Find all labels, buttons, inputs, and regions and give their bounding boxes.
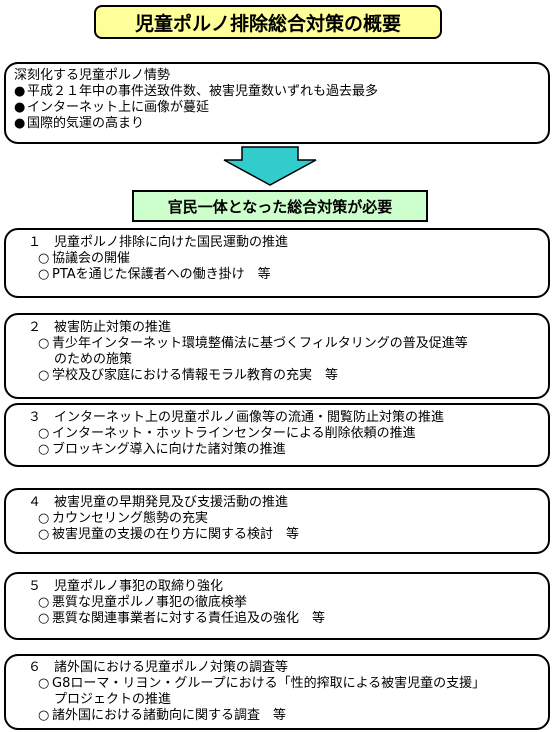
measure-title: ２ 被害防止対策の推進 xyxy=(28,320,172,335)
bullet-icon: ● xyxy=(14,84,26,99)
measure-title: ６ 諸外国における児童ポルノ対策の調査等 xyxy=(28,660,289,675)
measure-item-continuation: プロジェクトの推進 xyxy=(54,692,172,707)
needed-banner: 官民一体となった総合対策が必要 xyxy=(132,190,428,222)
bullet-icon: ● xyxy=(14,100,26,115)
measure-item-continuation: のための施策 xyxy=(54,352,133,367)
measure-item: ○カウンセリング態勢の充実 xyxy=(38,511,209,526)
measure-item: ○G8ローマ・リヨン・グループにおける「性的搾取による被害児童の支援」 xyxy=(38,676,486,691)
measure-title: ４ 被害児童の早期発見及び支援活動の推進 xyxy=(28,495,289,510)
measure-item: ○諸外国における諸動向に関する調査 等 xyxy=(38,708,287,723)
situation-bullet: ●インターネット上に画像が蔓延 xyxy=(14,100,540,116)
circle-bullet-icon: ○ xyxy=(38,336,50,351)
measure-item: ○被害児童の支援の在り方に関する検討 等 xyxy=(38,527,300,542)
situation-box: 深刻化する児童ポルノ情勢 ●平成２１年中の事件送致件数、被害児童数いずれも過去最… xyxy=(4,62,550,144)
circle-bullet-icon: ○ xyxy=(38,527,50,542)
measure-item: ○悪質な児童ポルノ事犯の徹底検挙 xyxy=(38,595,248,610)
measure-box-6: ６ 諸外国における児童ポルノ対策の調査等 ○G8ローマ・リヨン・グループにおける… xyxy=(4,654,550,730)
circle-bullet-icon: ○ xyxy=(38,511,50,526)
measure-item: ○インターネット・ホットラインセンターによる削除依頼の推進 xyxy=(38,426,416,441)
circle-bullet-icon: ○ xyxy=(38,442,50,457)
measure-item: ○協議会の開催 xyxy=(38,251,131,266)
measure-box-2: ２ 被害防止対策の推進 ○青少年インターネット環境整備法に基づくフィルタリングの… xyxy=(4,313,550,399)
circle-bullet-icon: ○ xyxy=(38,595,50,610)
measure-item: ○ブロッキング導入に向けた諸対策の推進 xyxy=(38,442,286,457)
circle-bullet-icon: ○ xyxy=(38,251,50,266)
measure-box-1: １ 児童ポルノ排除に向けた国民運動の推進 ○協議会の開催 ○PTAを通じた保護者… xyxy=(4,228,550,298)
circle-bullet-icon: ○ xyxy=(38,676,50,691)
situation-bullet: ●国際的気運の高まり xyxy=(14,116,540,132)
measure-title: ３ インターネット上の児童ポルノ画像等の流通・閲覧防止対策の推進 xyxy=(28,410,445,425)
page-title: 児童ポルノ排除総合対策の概要 xyxy=(94,5,442,39)
circle-bullet-icon: ○ xyxy=(38,708,50,723)
situation-bullet-text: 平成２１年中の事件送致件数、被害児童数いずれも過去最多 xyxy=(27,84,379,99)
circle-bullet-icon: ○ xyxy=(38,611,50,626)
down-arrow-icon xyxy=(223,146,317,186)
situation-bullet-text: 国際的気運の高まり xyxy=(27,116,145,131)
circle-bullet-icon: ○ xyxy=(38,267,50,282)
measure-item: ○悪質な関連事業者に対する責任追及の強化 等 xyxy=(38,611,326,626)
measure-item: ○青少年インターネット環境整備法に基づくフィルタリングの普及促進等 xyxy=(38,336,468,351)
situation-heading: 深刻化する児童ポルノ情勢 xyxy=(14,68,171,83)
bullet-icon: ● xyxy=(14,116,26,131)
measure-title: ５ 児童ポルノ事犯の取締り強化 xyxy=(28,579,224,594)
measure-title: １ 児童ポルノ排除に向けた国民運動の推進 xyxy=(28,235,289,250)
situation-bullet: ●平成２１年中の事件送致件数、被害児童数いずれも過去最多 xyxy=(14,84,540,100)
circle-bullet-icon: ○ xyxy=(38,368,50,383)
measure-item: ○PTAを通じた保護者への働き掛け 等 xyxy=(38,267,271,282)
measure-box-5: ５ 児童ポルノ事犯の取締り強化 ○悪質な児童ポルノ事犯の徹底検挙 ○悪質な関連事… xyxy=(4,572,550,640)
situation-bullet-text: インターネット上に画像が蔓延 xyxy=(27,100,210,115)
circle-bullet-icon: ○ xyxy=(38,426,50,441)
measure-box-3: ３ インターネット上の児童ポルノ画像等の流通・閲覧防止対策の推進 ○インターネッ… xyxy=(4,403,550,467)
measure-item: ○学校及び家庭における情報モラル教育の充実 等 xyxy=(38,368,339,383)
measure-box-4: ４ 被害児童の早期発見及び支援活動の推進 ○カウンセリング態勢の充実 ○被害児童… xyxy=(4,488,550,554)
